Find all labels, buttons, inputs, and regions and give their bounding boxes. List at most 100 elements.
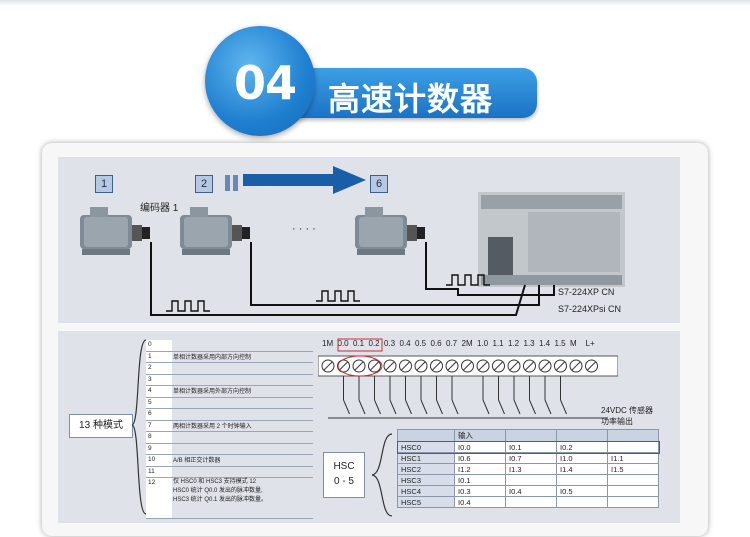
encoder-diagram-svg bbox=[80, 166, 625, 316]
terminal-screw-slot bbox=[478, 361, 488, 371]
terminal-screw bbox=[507, 359, 521, 373]
input-switch-contact bbox=[420, 399, 428, 415]
ellipsis: · · · · bbox=[292, 223, 316, 235]
pulse-trains bbox=[166, 274, 490, 312]
mode-12-line-2: HSC0 统计 Q0.0 发出的脉冲数量, bbox=[173, 488, 263, 494]
terminal-label: 1.1 bbox=[492, 339, 504, 348]
mode-12-line-1: 仅 HSC0 和 HSC3 支持模式 12 bbox=[173, 479, 257, 485]
terminal-screw-slot bbox=[339, 361, 348, 371]
terminal-screw-slot bbox=[525, 361, 534, 371]
terminal-label: 0.1 bbox=[353, 339, 365, 348]
step-marker bbox=[233, 175, 238, 191]
plc-model-1: S7-224XP CN bbox=[558, 287, 615, 297]
modes-label: 13 种模式 bbox=[69, 414, 133, 438]
terminal-label: 0.7 bbox=[446, 339, 458, 348]
terminal-label: L+ bbox=[585, 339, 595, 348]
terminal-label: 0.6 bbox=[430, 339, 442, 348]
table-row: 12 仅 HSC0 和 HSC3 支持模式 12 HSC0 统计 Q0.0 发出… bbox=[146, 478, 313, 519]
terminal-screw-slot bbox=[494, 361, 503, 371]
table-row: 2 bbox=[146, 363, 313, 375]
terminal-screw-slot bbox=[556, 361, 565, 371]
terminal-label: M bbox=[570, 339, 577, 348]
hsc-label-line2: 0 - 5 bbox=[333, 476, 354, 487]
terminal-screw-slot bbox=[587, 361, 596, 371]
input-switch-contact bbox=[405, 399, 412, 415]
terminal-screw-slot bbox=[385, 361, 395, 371]
input-switch-contact bbox=[343, 399, 350, 415]
step-marker bbox=[225, 175, 230, 191]
motor-1 bbox=[80, 207, 150, 255]
input-switch-contact bbox=[451, 399, 459, 415]
hsc-label-line1: HSC bbox=[333, 461, 355, 472]
terminal-screw bbox=[368, 359, 381, 373]
terminal-label: 0.3 bbox=[384, 339, 396, 348]
table-row: 8 bbox=[146, 432, 313, 444]
terminal-label: 0.0 bbox=[337, 339, 349, 348]
mode-bracket bbox=[131, 339, 147, 515]
terminal-screw bbox=[321, 359, 335, 373]
terminal-label: 1.3 bbox=[523, 339, 535, 348]
motor-6 bbox=[355, 207, 425, 255]
input-switch-contact bbox=[513, 399, 521, 415]
terminal-screw-slot bbox=[432, 361, 441, 371]
terminal-screw-slot bbox=[370, 361, 379, 371]
terminal-screw bbox=[383, 359, 397, 373]
step-badge-2: 2 bbox=[195, 175, 213, 193]
terminal-screw-slot bbox=[323, 361, 333, 371]
table-row: 6 bbox=[146, 409, 313, 421]
encoder-label: 编码器 1 bbox=[140, 203, 179, 214]
terminal-screw-slot bbox=[416, 361, 426, 371]
input-switch-contact bbox=[436, 399, 443, 415]
terminal-screw bbox=[461, 359, 474, 373]
input-switch-contact bbox=[482, 399, 490, 415]
step-badge-1: 1 bbox=[95, 175, 113, 193]
table-row: 输入 bbox=[397, 429, 659, 442]
hsc-bracket bbox=[371, 433, 393, 517]
terminal-label: 1M bbox=[322, 339, 334, 348]
section-title: 高速计数器 bbox=[328, 80, 494, 118]
terminal-screw bbox=[445, 359, 459, 373]
table-row: 9 bbox=[146, 443, 313, 455]
terminal-label: 0.5 bbox=[415, 339, 427, 348]
input-switch-contact bbox=[560, 399, 567, 415]
plc-model-2: S7-224XPsi CN bbox=[558, 304, 622, 314]
terminal-strip-svg bbox=[318, 338, 618, 419]
terminal-screw bbox=[352, 359, 366, 373]
terminal-screw-slot bbox=[509, 361, 519, 371]
terminal-screw bbox=[585, 359, 598, 373]
terminal-screw bbox=[523, 359, 536, 373]
motor-2 bbox=[180, 207, 250, 255]
terminal-screw bbox=[414, 359, 428, 373]
step-badge-6: 6 bbox=[370, 175, 388, 193]
terminal-screw bbox=[538, 359, 552, 373]
terminal-label: 1.2 bbox=[508, 339, 520, 348]
terminal-screw bbox=[476, 359, 490, 373]
terminal-screw bbox=[399, 359, 412, 373]
input-switch-contact bbox=[529, 399, 536, 415]
terminal-screw-slot bbox=[447, 361, 457, 371]
sensor-label-2: 功率输出 bbox=[601, 417, 633, 426]
terminal-label: 1.5 bbox=[554, 339, 566, 348]
terminal-screw-slot bbox=[571, 361, 581, 371]
highlight-box bbox=[337, 338, 383, 352]
terminal-screw-slot bbox=[401, 361, 410, 371]
terminal-label: 2M bbox=[461, 339, 473, 348]
plc-device bbox=[478, 192, 625, 287]
table-header-input: 输入 bbox=[454, 429, 506, 442]
terminal-label: 0.2 bbox=[368, 339, 380, 348]
terminal-screw-slot bbox=[540, 361, 550, 371]
section-number: 04 bbox=[233, 56, 297, 110]
number-circle bbox=[205, 26, 315, 136]
mode-12-line-3: HSC3 统计 Q0.1 发出的脉冲数量。 bbox=[173, 497, 268, 503]
input-switch-contact bbox=[498, 399, 505, 415]
